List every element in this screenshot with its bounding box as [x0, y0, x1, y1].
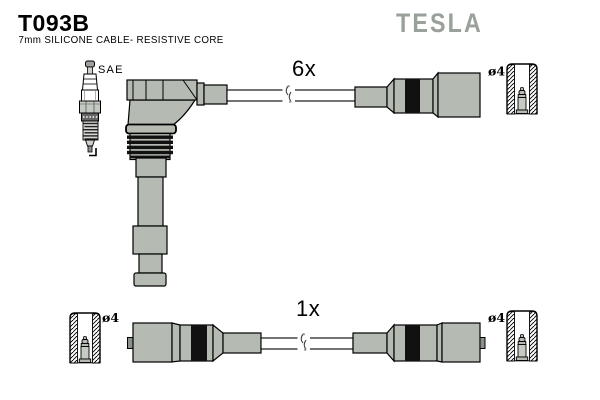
brand-logo: TESLA — [396, 8, 483, 38]
coil-cable-count-label: 1x — [296, 296, 320, 321]
main-cable-count-label: 6x — [292, 56, 316, 81]
coil-cable-1x — [260, 332, 354, 352]
terminal-diameter-label-top-right: ø4 — [488, 64, 505, 79]
product-code: T093B — [18, 10, 90, 36]
coil-connector-right — [352, 322, 486, 363]
plug-boot-elbow — [125, 79, 228, 287]
terminal-diameter-label-bottom-right: ø4 — [488, 310, 505, 325]
terminal-cap-icon-top-right — [506, 63, 538, 115]
terminal-diameter-label-bottom-left: ø4 — [102, 310, 119, 325]
plug-cable-6x — [226, 84, 356, 104]
terminal-cap-icon-bottom-right — [506, 310, 538, 362]
spark-plug-icon — [79, 60, 101, 157]
product-description: 7mm SILICONE CABLE- RESISTIVE CORE — [19, 35, 224, 46]
sae-label: SAE — [98, 64, 124, 76]
coil-connector-left — [127, 322, 262, 363]
terminal-cap-icon-bottom-left — [69, 312, 101, 364]
distributor-connector-top — [354, 71, 481, 119]
